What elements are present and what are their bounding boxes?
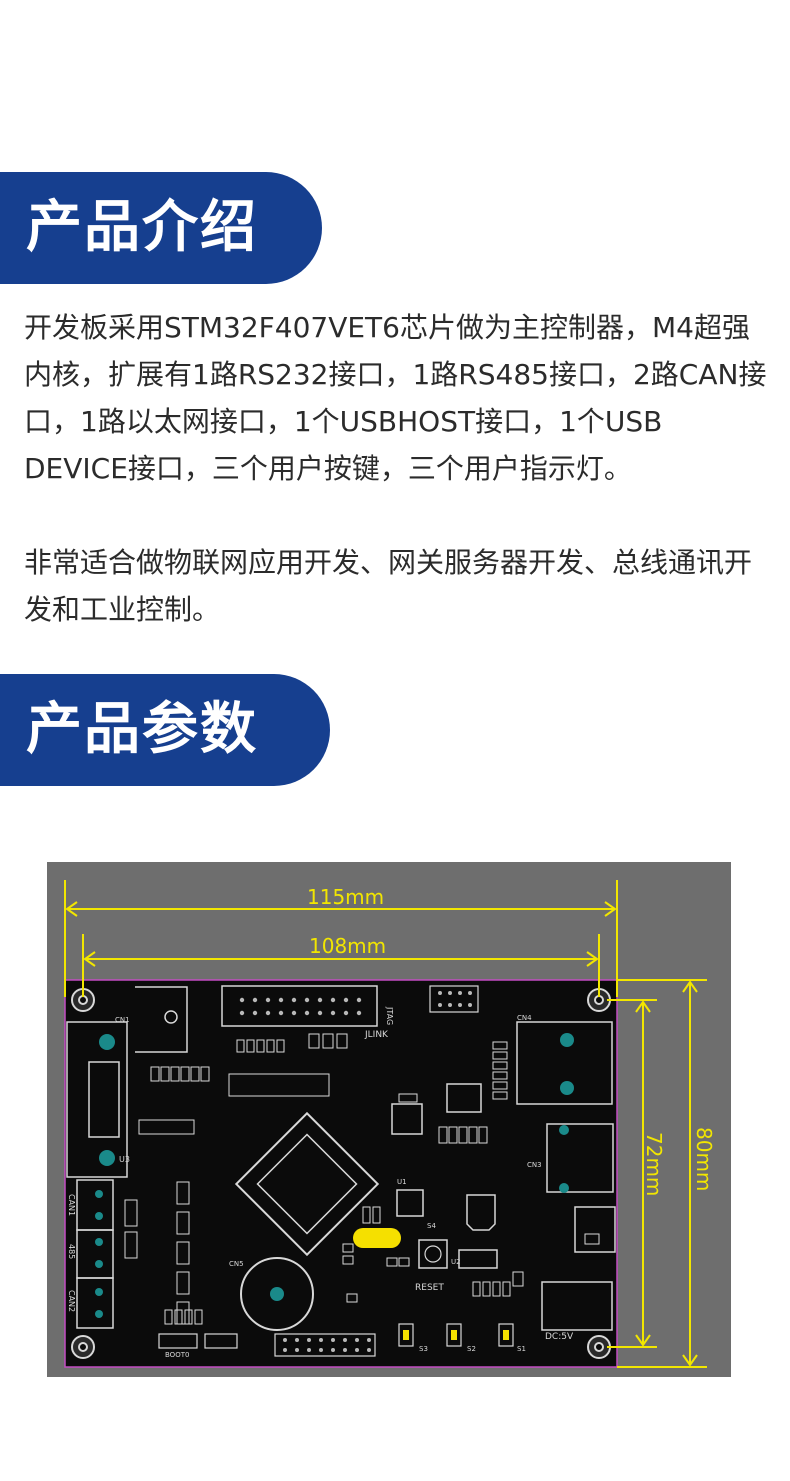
user-buttons bbox=[398, 1323, 514, 1347]
reset-button-cap bbox=[424, 1245, 442, 1263]
dimension-lines bbox=[64, 880, 707, 1368]
can1-label: CAN1 bbox=[67, 1194, 76, 1216]
intro-paragraph-2: 非常适合做物联网应用开发、网关服务器开发、总线通讯开发和工业控制。 bbox=[24, 546, 753, 626]
mcu-chip bbox=[234, 1111, 380, 1257]
bottom-header bbox=[274, 1333, 376, 1357]
s4-label: S4 bbox=[427, 1222, 436, 1230]
user-button-caps bbox=[403, 1330, 509, 1340]
rs485-label: 485 bbox=[67, 1244, 76, 1259]
u2-chip bbox=[458, 1249, 498, 1269]
params-section-banner: 产品参数 bbox=[0, 674, 330, 786]
boot-header bbox=[158, 1333, 198, 1349]
capacitor-ec1 bbox=[466, 1194, 496, 1231]
dim-width-outer: 115mm bbox=[307, 885, 384, 909]
usb-host-connector bbox=[546, 1123, 614, 1193]
screw-terminal-pads bbox=[95, 1190, 103, 1318]
rj45-connector bbox=[516, 1021, 613, 1105]
power-jack bbox=[135, 986, 188, 1053]
params-section-title: 产品参数 bbox=[26, 697, 258, 762]
intro-paragraph-1: 开发板采用STM32F407VET6芯片做为主控制器，M4超强内核，扩展有1路R… bbox=[24, 311, 767, 485]
phy-chip bbox=[446, 1083, 482, 1113]
u1-chip bbox=[396, 1189, 424, 1217]
pcb-drawing: CN1 U3 JLINK JTAG CN4 bbox=[64, 880, 716, 1368]
jtag-pins bbox=[239, 997, 362, 1016]
bottom-header-pins bbox=[283, 1338, 371, 1352]
pcb-diagram: CN1 U3 JLINK JTAG CN4 bbox=[47, 862, 731, 1377]
jlink-label: JLINK bbox=[364, 1030, 389, 1040]
chip-z4 bbox=[391, 1103, 423, 1135]
smd-components bbox=[124, 1033, 600, 1325]
intro-section-title: 产品介绍 bbox=[26, 195, 258, 260]
dc-label: DC:5V bbox=[545, 1332, 574, 1342]
header-p3-pins bbox=[438, 991, 472, 1007]
dc-jack bbox=[541, 1281, 613, 1331]
usb-device-connector bbox=[574, 1206, 616, 1253]
u2-label: U2 bbox=[451, 1258, 461, 1266]
jtag-label: JTAG bbox=[385, 1006, 394, 1025]
reset-label: RESET bbox=[415, 1283, 444, 1293]
cn3-label: CN3 bbox=[527, 1161, 542, 1169]
u1-label: U1 bbox=[397, 1178, 407, 1186]
reset-button bbox=[418, 1239, 448, 1269]
s1-label: S1 bbox=[517, 1345, 526, 1353]
intro-section-banner: 产品介绍 bbox=[0, 172, 322, 284]
buzzer-center bbox=[270, 1287, 284, 1301]
jtag-header bbox=[221, 985, 378, 1027]
db9-connector bbox=[66, 1021, 128, 1178]
cn4-label: CN4 bbox=[517, 1014, 532, 1022]
u3-label: U3 bbox=[119, 1155, 130, 1164]
screw-terminals bbox=[76, 1179, 114, 1329]
pcb-board bbox=[64, 979, 618, 1368]
mounting-holes bbox=[71, 988, 611, 1359]
boot-label: BOOT0 bbox=[165, 1351, 189, 1359]
dim-height-outer: 80mm bbox=[692, 1127, 716, 1191]
can2-label: CAN2 bbox=[67, 1290, 76, 1312]
dim-width-inner: 108mm bbox=[309, 934, 386, 958]
crystal bbox=[353, 1228, 401, 1248]
dim-height-inner: 72mm bbox=[642, 1132, 666, 1196]
s3-label: S3 bbox=[419, 1345, 428, 1353]
header-p3 bbox=[429, 985, 479, 1013]
p7-header bbox=[204, 1333, 238, 1349]
s2-label: S2 bbox=[467, 1345, 476, 1353]
cn5-label: CN5 bbox=[229, 1260, 244, 1268]
cn1-label: CN1 bbox=[115, 1016, 130, 1024]
buzzer bbox=[240, 1257, 314, 1331]
